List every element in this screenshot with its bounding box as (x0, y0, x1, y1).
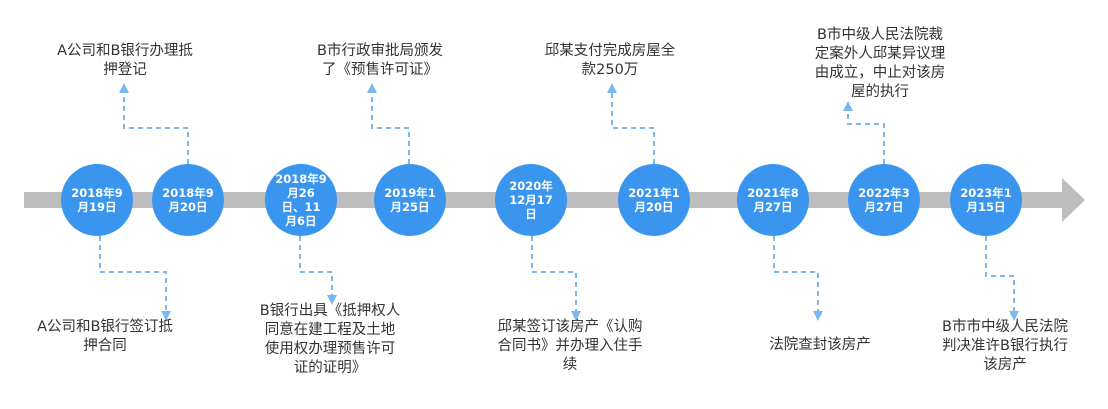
event-label-2: A公司和B银行办理抵 押登记 (57, 43, 193, 78)
event-node-5: 2020年 12月17 日 (495, 164, 567, 236)
connector-4 (367, 83, 410, 164)
event-label-4: B市行政审批局颁发 了《预售许可证》 (317, 43, 443, 78)
event-node-4: 2019年1 月25日 (374, 164, 446, 236)
event-label-1: A公司和B银行签订抵 押合同 (37, 319, 173, 354)
event-node-7: 2021年8 月27日 (737, 164, 809, 236)
event-node-1: 2018年9 月19日 (61, 164, 133, 236)
event-node-6: 2021年1 月20日 (618, 164, 690, 236)
event-label-3: B银行出具《抵押权人 同意在建工程及土地 使用权办理预售许可 证的证明》 (259, 303, 401, 376)
event-label-9: B市市中级人民法院 判决准许B银行执行 该房产 (942, 319, 1068, 373)
connector-6 (607, 83, 655, 164)
connector-1 (99, 236, 171, 321)
connector-3 (299, 236, 337, 305)
connector-8 (843, 101, 885, 164)
connector-9 (985, 236, 1019, 321)
event-label-5: 邱某签订该房产《认购 合同书》并办理入住手 续 (497, 319, 643, 373)
event-label-6: 邱某支付完成房屋全 款250万 (544, 43, 676, 78)
event-node-2: 2018年9 月20日 (152, 164, 224, 236)
timeline-axis-arrowhead (1062, 178, 1085, 222)
connector-2 (119, 83, 189, 164)
connector-7 (773, 236, 823, 321)
connector-5 (531, 236, 581, 321)
event-label-8: B市中级人民法院裁 定案外人邱某异议理 由成立，中止对该房 屋的执行 (814, 27, 946, 100)
event-node-9: 2023年1 月15日 (950, 164, 1022, 236)
event-node-8: 2022年3 月27日 (848, 164, 920, 236)
event-node-3: 2018年9 月26 日、11 月6日 (265, 164, 337, 236)
event-label-7: 法院查封该房产 (769, 337, 871, 353)
